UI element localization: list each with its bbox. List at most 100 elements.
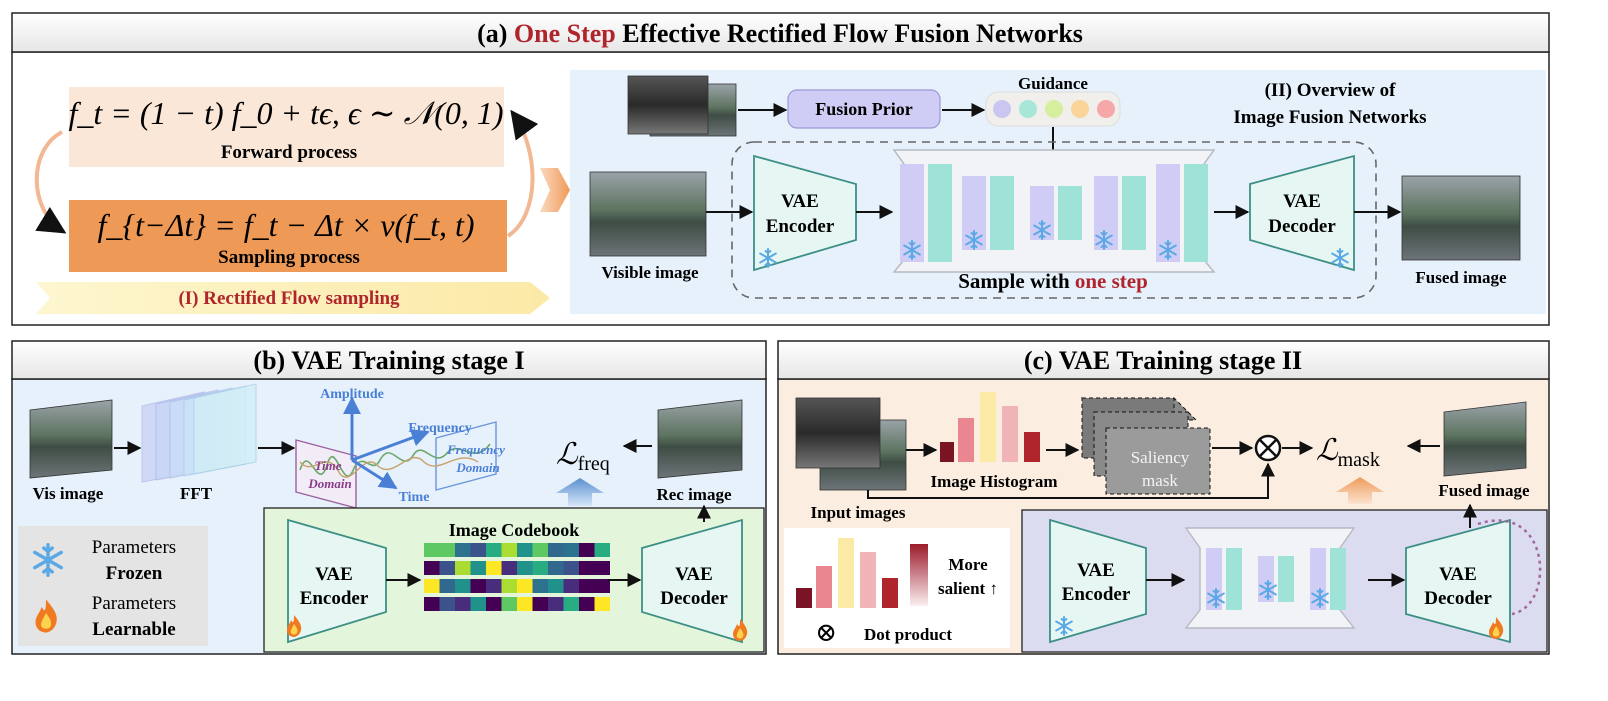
codebook-cell [439,597,455,611]
overview-title-line2: Image Fusion Networks [1233,107,1426,128]
panel-b-title-bar [11,340,767,380]
histogram-bar [1024,432,1040,462]
one-step-container [731,141,1377,299]
sampling-equation: f_{t−Δt} = f_t − Δt × v(f_t, t) [97,207,474,243]
stage2-vae-encoder [1049,518,1147,644]
legend-histogram-bar [838,538,854,608]
visible-image [589,171,707,257]
saliency-label1: Saliency [1131,448,1190,467]
stage2-vae-encoder-label2: Encoder [1062,584,1131,605]
forward-process-box [69,87,504,167]
overview-vae-encoder-label2: Encoder [766,216,835,237]
codebook-cell [455,579,471,593]
codebook-cell [579,579,595,593]
freq-loss: ℒfreq [556,438,610,475]
legend-histogram-bar [860,552,876,608]
mask-loss: ℒmask [1316,434,1380,471]
codebook-cell [486,561,502,575]
codebook-cell [501,597,517,611]
image-histogram [940,392,1040,462]
more-salient-line1: More [948,555,988,574]
overview-vae-decoder-label2: Decoder [1268,216,1336,237]
fused-image-c-label: Fused image [1438,481,1530,500]
panel-c: (c) VAE Training stage II Input images I… [777,340,1550,655]
dot-product-icon [1254,434,1282,462]
input-images-c [795,397,907,491]
panel-b: (b) VAE Training stage I Vis image FFT A… [11,340,767,655]
codebook-cell [532,543,548,557]
stage1-vae-decoder-label2: Decoder [660,588,728,609]
codebook-cell [548,597,564,611]
fusion-prior-box [787,89,941,129]
arrow-input-to-dot-product [867,462,1275,499]
sampling-process-box [69,200,507,272]
codebook-cell [424,543,440,557]
fused-image-label: Fused image [1415,268,1507,287]
loss-up-arrow-b [556,478,604,506]
more-salient-line2: salient ↑ [938,579,998,598]
transition-arrow [540,168,570,212]
legend-learnable-line1: Parameters [92,593,176,614]
dot-product-label: Dot product [864,625,952,644]
codebook-cell [501,561,517,575]
codebook-cell [424,597,440,611]
stage1-vae-encoder [287,518,387,644]
panel-c-title-bar [777,340,1550,380]
rec-image-label: Rec image [656,485,732,504]
codebook-cell [424,561,440,575]
input-image-stack [627,75,737,137]
vis-image [29,399,113,479]
dot-product-legend-icon: ⊗ [815,618,837,647]
codebook-cell [517,561,533,575]
codebook-cell [563,561,579,575]
legend-frozen-line2: Frozen [106,563,163,584]
legend-histogram-bar [796,588,812,608]
stage1-vae-decoder-label1: VAE [675,564,713,585]
fft-label: FFT [180,484,213,503]
codebook-cell [563,579,579,593]
histogram-bar [1002,406,1018,462]
histogram-label: Image Histogram [930,472,1057,491]
legend-histogram-bar [882,578,898,608]
input-images-label: Input images [811,503,906,522]
panel-b-title: (b) VAE Training stage I [253,346,524,375]
stage2-unet [1184,527,1356,629]
overview-vae-decoder-label1: VAE [1283,191,1321,212]
forward-equation: f_t = (1 − t) f_0 + tϵ, ϵ ∼ 𝒩(0, 1) [68,95,503,131]
codebook-cell [439,579,455,593]
overview-title-line1: (II) Overview of [1265,80,1397,101]
codebook-cell [532,579,548,593]
legend-histogram [796,538,898,608]
frequency-domain-label1: Frequency [446,442,505,457]
fused-image [1401,175,1521,261]
stage2-vae-decoder-label2: Decoder [1424,588,1492,609]
codebook-cell [455,543,471,557]
codebook-cell [501,543,517,557]
codebook-cell [548,579,564,593]
codebook-cell [486,579,502,593]
guidance-label: Guidance [1018,74,1088,93]
codebook-cell [486,543,502,557]
overview-vae-decoder [1249,154,1355,272]
panel-a-title: (a) One Step Effective Rectified Flow Fu… [477,19,1083,48]
panel-a-title-bar [11,12,1550,53]
codebook-cell [579,597,595,611]
codebook-cell [563,597,579,611]
histogram-bar [940,442,954,462]
codebook-cell [517,597,533,611]
saliency-label2: mask [1142,471,1178,490]
codebook-cell [548,543,564,557]
overview-vae-encoder-label1: VAE [781,191,819,212]
saliency-colorbar [910,544,928,606]
codebook-cell [486,597,502,611]
legend-learnable-line2: Learnable [92,619,175,640]
time-axis-label: Time [399,490,430,505]
time-frequency-diagram [295,396,497,509]
sampling-label: Sampling process [218,247,360,268]
rec-image [657,399,743,479]
codebook-cell [532,597,548,611]
cycle-arrow-left [34,130,67,234]
codebook-cell [470,543,486,557]
stage1-vae-encoder-label2: Encoder [300,588,369,609]
